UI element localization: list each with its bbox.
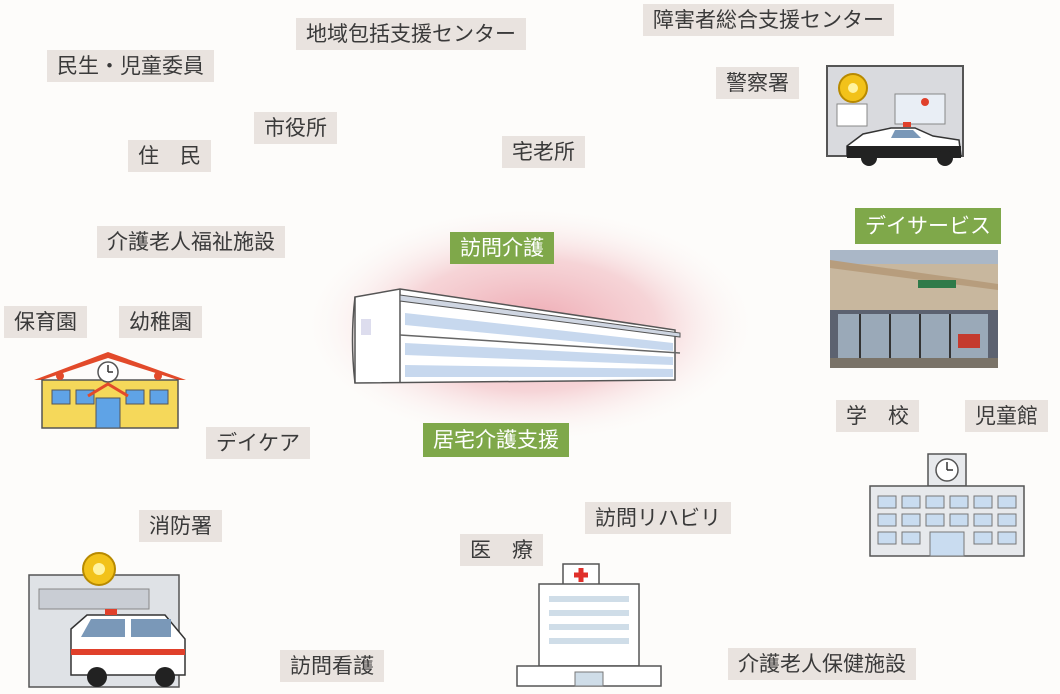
label-kaigo-fukushi: 介護老人福祉施設 (97, 226, 285, 258)
school-building-icon (866, 452, 1026, 558)
label-kaigo-hoken: 介護老人保健施設 (728, 648, 916, 680)
label-houmon-reha: 訪問リハビリ (585, 502, 731, 534)
label-houmon-kango: 訪問看護 (280, 650, 384, 682)
label-iryou: 医 療 (460, 534, 543, 566)
label-gakkou: 学 校 (836, 400, 919, 432)
care-facility-building (345, 285, 690, 390)
label-minsei-jidou: 民生・児童委員 (47, 50, 214, 82)
day-service-building-photo (830, 250, 998, 368)
label-youchien: 幼稚園 (119, 306, 202, 338)
label-chiiki-houkatsu: 地域包括支援センター (296, 18, 526, 50)
label-keisatsu: 警察署 (716, 67, 799, 99)
label-shogai-sougou: 障害者総合支援センター (643, 4, 894, 36)
label-shouboushou: 消防署 (139, 510, 222, 542)
fire-station-icon (25, 545, 195, 690)
label-jidoukan: 児童館 (965, 400, 1048, 432)
label-day-service: デイサービス (855, 208, 1001, 244)
label-jumin: 住 民 (128, 140, 211, 172)
label-takurou: 宅老所 (502, 136, 585, 168)
police-station-icon (825, 64, 970, 169)
hospital-icon (515, 562, 663, 690)
label-houmon-kaigo: 訪問介護 (450, 232, 554, 264)
label-shiyakusho: 市役所 (254, 112, 337, 144)
label-hoikuen: 保育園 (4, 306, 87, 338)
label-kyotaku-kaigo: 居宅介護支援 (423, 423, 569, 457)
label-day-care: デイケア (206, 427, 310, 459)
nursery-school-icon (30, 350, 190, 430)
